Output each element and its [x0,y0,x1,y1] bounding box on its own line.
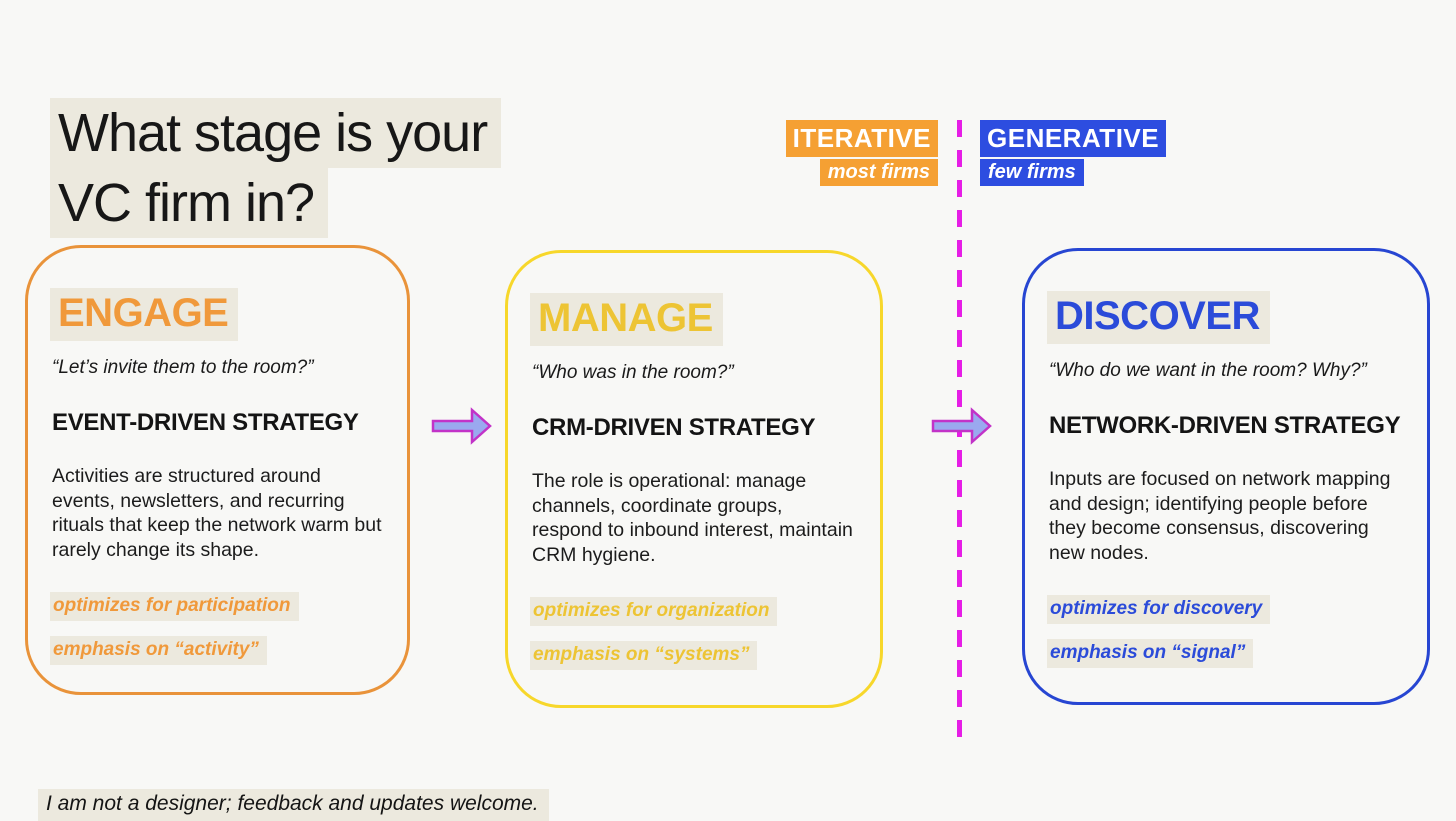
card-engage-tag-optimizes: optimizes for participation [50,592,299,621]
divider-dashed-line [957,120,962,747]
card-engage-title: ENGAGE [50,288,239,341]
footer-note: I am not a designer; feedback and update… [38,789,549,821]
card-manage-tags: optimizes for organization emphasis on “… [530,597,858,670]
generative-label: GENERATIVE [980,120,1167,157]
iterative-sublabel: most firms [819,159,938,186]
card-discover-title: DISCOVER [1047,291,1270,344]
card-discover-tag-emphasis: emphasis on “signal” [1047,639,1254,668]
card-engage-quote: “Let’s invite them to the room?” [52,357,314,378]
card-manage-tag-emphasis: emphasis on “systems” [530,641,758,670]
right-arrow-icon [931,407,992,445]
card-discover-description: Inputs are focused on network mapping an… [1049,468,1391,564]
card-engage-description: Activities are structured around events,… [52,465,382,561]
card-discover-tags: optimizes for discovery emphasis on “sig… [1047,595,1405,668]
card-engage: ENGAGE “Let’s invite them to the room?” … [25,245,410,695]
card-engage-tag-emphasis: emphasis on “activity” [50,636,267,665]
card-engage-tags: optimizes for participation emphasis on … [50,592,385,665]
legend-generative: GENERATIVE few firms [980,120,1167,186]
card-manage-description: The role is operational: manage channels… [532,470,853,566]
card-manage-tag-optimizes: optimizes for organization [530,597,778,626]
legend-iterative: ITERATIVE most firms [785,120,938,186]
generative-sublabel: few firms [980,159,1084,186]
card-discover: DISCOVER “Who do we want in the room? Wh… [1022,248,1430,705]
card-engage-strategy: EVENT-DRIVEN STRATEGY [52,409,359,436]
card-manage-quote: “Who was in the room?” [532,362,734,383]
card-manage-strategy: CRM-DRIVEN STRATEGY [532,414,816,441]
right-arrow-icon [431,407,492,445]
card-discover-quote: “Who do we want in the room? Why?” [1049,360,1367,381]
page-title-line-2: VC firm in? [50,168,329,239]
card-discover-strategy: NETWORK-DRIVEN STRATEGY [1049,412,1401,439]
card-manage-title: MANAGE [530,293,723,346]
page-title-line-1: What stage is your [50,98,502,169]
iterative-label: ITERATIVE [785,120,938,157]
page-title: What stage is your VC firm in? [50,98,502,239]
card-manage: MANAGE “Who was in the room?” CRM-DRIVEN… [505,250,883,708]
card-discover-tag-optimizes: optimizes for discovery [1047,595,1271,624]
